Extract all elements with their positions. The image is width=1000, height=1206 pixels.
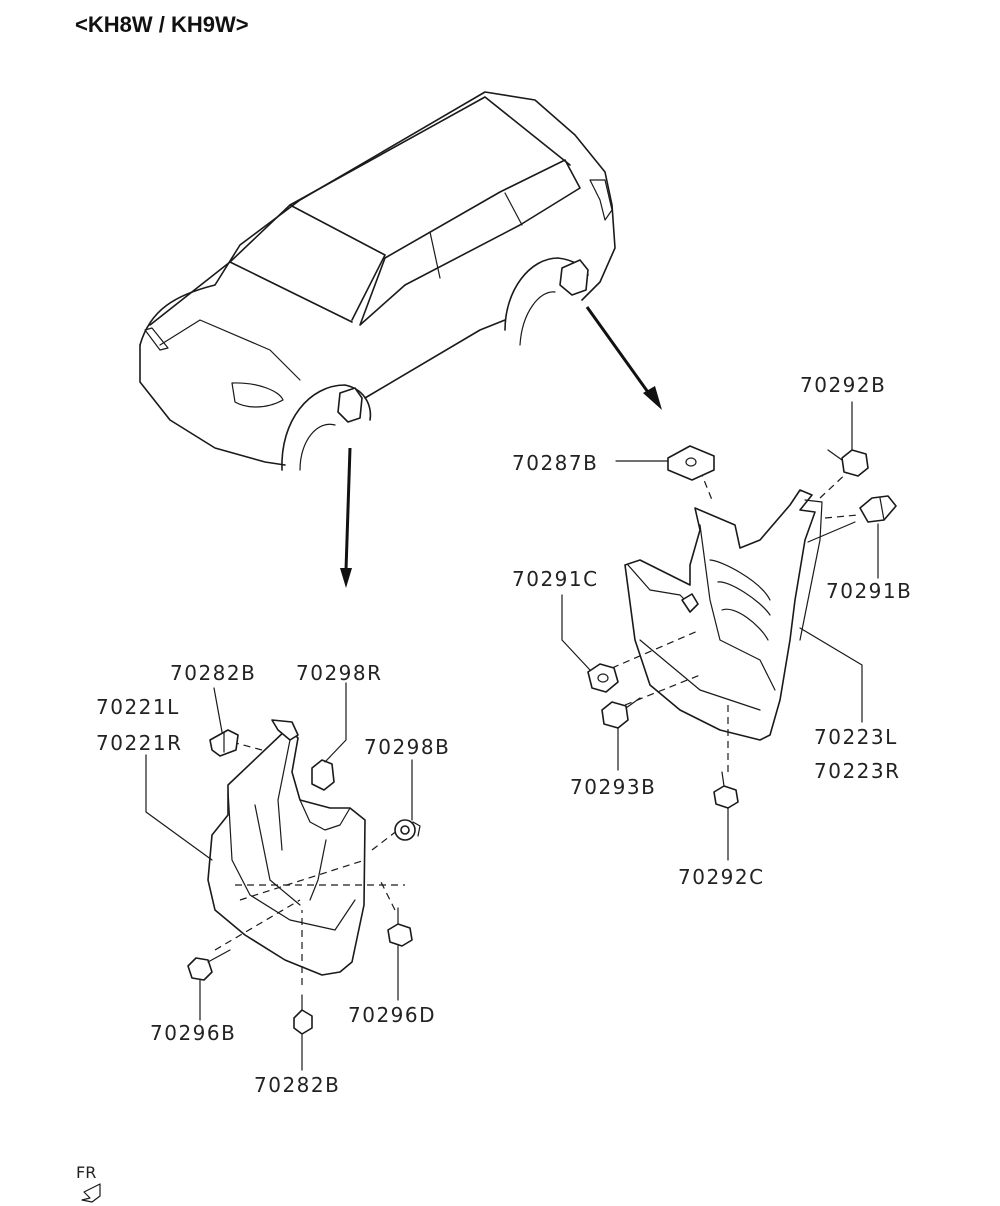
label-70282B-top: 70282B: [170, 661, 256, 685]
label-70298B: 70298B: [364, 735, 450, 759]
rear-location-arrow: [585, 306, 662, 410]
front-mudflap-assembly: [207, 719, 405, 985]
screw-70296B-icon: [187, 949, 231, 981]
rear-mudflap-shape: [624, 489, 816, 741]
label-70298R: 70298R: [296, 661, 383, 685]
fr-label: FR: [76, 1163, 96, 1182]
rear-callout-labels: 70292B 70287B 70291C 70291B 70223L 70223…: [512, 373, 912, 889]
label-70293B: 70293B: [570, 775, 656, 799]
front-mudflap-shape: [207, 727, 366, 976]
front-callout-labels: 70282B 70298R 70221L 70221R 70298B 70296…: [96, 661, 450, 1097]
label-70223L: 70223L: [814, 725, 898, 749]
front-leader-lines: [145, 682, 413, 1071]
clip-70282B-top-icon: [209, 729, 239, 757]
rear-leader-lines: [561, 401, 879, 861]
clip-70291C-icon: [587, 663, 619, 693]
front-location-arrow: [340, 447, 352, 588]
front-direction-marker: FR: [76, 1163, 101, 1203]
label-70221L: 70221L: [96, 695, 180, 719]
label-70291C: 70291C: [512, 567, 599, 591]
label-70282B-bottom: 70282B: [254, 1073, 340, 1097]
label-70292B: 70292B: [800, 373, 886, 397]
nut-70287B-icon: [667, 445, 715, 481]
label-70296D: 70296D: [348, 1003, 436, 1027]
bolt-70292B-icon: [827, 449, 869, 477]
label-70292C: 70292C: [678, 865, 765, 889]
vehicle-illustration: [139, 91, 616, 471]
screw-70296D-icon: [387, 907, 413, 947]
grommet-small-icon: [681, 593, 699, 613]
screw-70282B-bottom-icon: [293, 994, 313, 1035]
rear-mudflap-assembly: [611, 469, 859, 772]
clip-70291B-icon: [859, 495, 897, 523]
grommet-70298B-icon: [394, 819, 421, 841]
label-70221R: 70221R: [96, 731, 183, 755]
front-arrow-icon: [81, 1183, 101, 1203]
label-70296B: 70296B: [150, 1021, 236, 1045]
label-70287B: 70287B: [512, 451, 598, 475]
diagram-title: <KH8W / KH9W>: [75, 12, 249, 37]
label-70291B: 70291B: [826, 579, 912, 603]
bolt-70293B-icon: [601, 697, 641, 729]
nut-70298R-icon: [311, 759, 335, 791]
label-70223R: 70223R: [814, 759, 901, 783]
screw-70292C-icon: [713, 771, 739, 809]
